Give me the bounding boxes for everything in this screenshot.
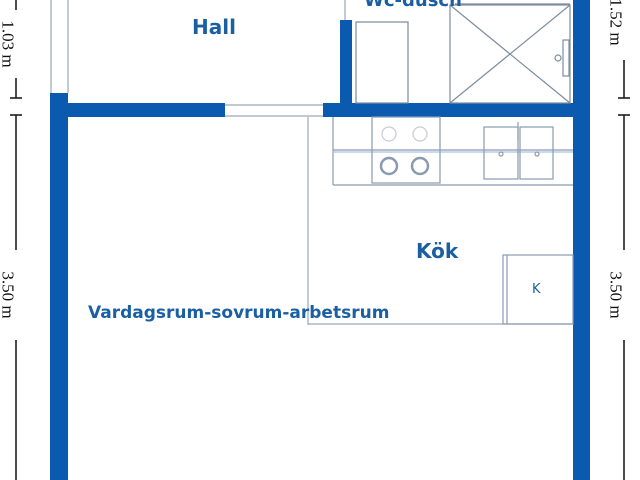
room-label-living: Vardagsrum-sovrum-arbetsrum	[88, 303, 390, 323]
dimension-left-bottom: 3.50 m	[0, 271, 18, 319]
bathroom-fixtures	[355, 3, 571, 104]
sink-right	[519, 126, 554, 180]
dimension-lines	[10, 0, 630, 480]
dimension-left-top: 1.03 m	[0, 20, 18, 68]
room-label-hall: Hall	[192, 15, 236, 39]
room-label-wc: Wc-dusch	[364, 0, 462, 11]
kitchen-counter	[332, 116, 574, 325]
hall-wall-right	[323, 103, 575, 117]
wc-cabinet	[355, 21, 409, 104]
sink-left	[483, 126, 519, 180]
fridge-label: K	[532, 282, 541, 297]
room-label-kitchen: Kök	[416, 239, 459, 263]
hall-wall-left	[52, 103, 225, 117]
right-outer-wall	[573, 0, 590, 480]
stove	[371, 116, 441, 184]
fridge	[502, 254, 574, 325]
dimension-right-top: 1.52 m	[606, 0, 626, 46]
bathroom-wall	[340, 20, 352, 117]
shower-mixer	[562, 39, 570, 77]
walls	[50, 0, 590, 480]
left-outer-wall	[50, 93, 68, 480]
shower	[449, 4, 571, 104]
dimension-right-bottom: 3.50 m	[606, 271, 626, 319]
thin-lines	[50, 0, 573, 325]
